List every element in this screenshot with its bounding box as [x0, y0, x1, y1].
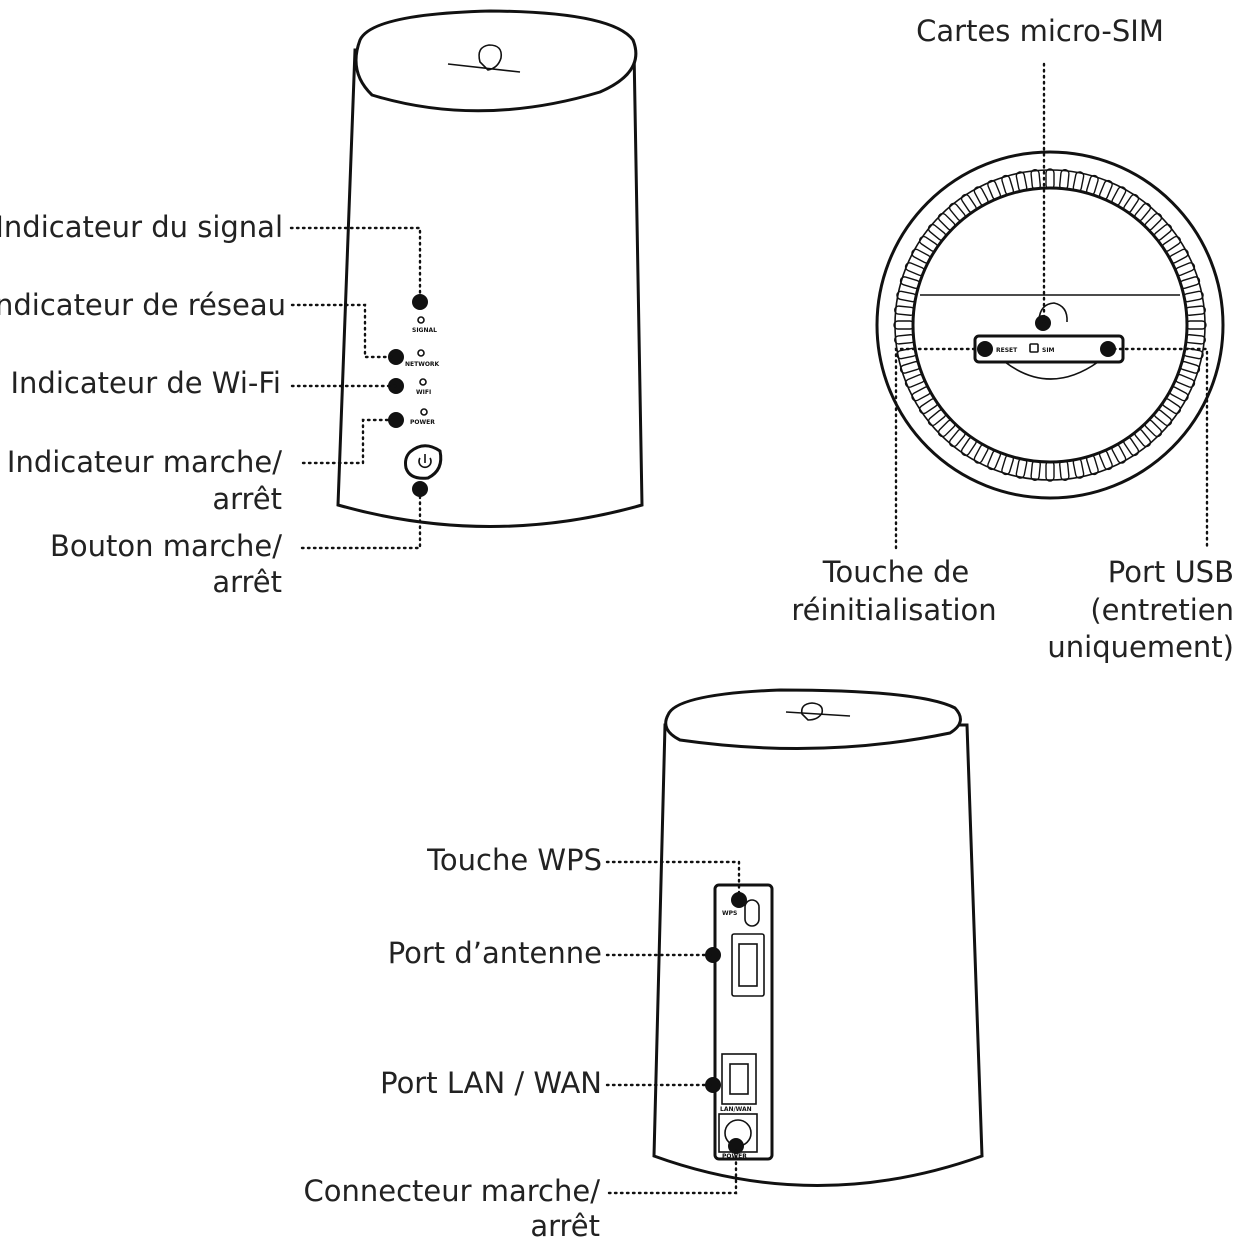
network-led-icon — [417, 349, 425, 357]
usb-label-line1: Port USB — [1108, 555, 1234, 589]
front-router-body — [336, 48, 644, 528]
sim-marking: SIM — [1042, 347, 1055, 354]
wps-marking: WPS — [722, 910, 737, 917]
power-connector-label-line1: Connecteur marche/ — [303, 1174, 600, 1208]
wifi-label: Indicateur de Wi-Fi — [10, 366, 281, 400]
antenna-port[interactable] — [731, 933, 765, 997]
power-connector-marking: POWER — [722, 1153, 747, 1160]
network-marking: NETWORK — [405, 361, 440, 368]
reset-label-line2: réinitialisation — [791, 593, 996, 627]
reset-marking: RESET — [996, 347, 1018, 354]
power-indicator-leader — [301, 418, 398, 465]
sim-label: Cartes micro-SIM — [916, 14, 1164, 48]
power-connector-leader — [607, 1144, 738, 1195]
signal-label: Indicateur du signal — [0, 210, 283, 244]
brand-logo-icon — [447, 44, 521, 73]
network-leader — [290, 303, 398, 359]
signal-marking: SIGNAL — [412, 327, 437, 334]
power-button-marker — [412, 481, 428, 497]
lock-icon — [1029, 343, 1039, 353]
power-indicator-label-line1: Indicateur marche/ — [7, 445, 282, 479]
power-marking: POWER — [410, 419, 435, 426]
lan-wan-marker — [705, 1077, 721, 1093]
reset-leader — [894, 347, 987, 550]
power-button-label-line2: arrêt — [212, 565, 282, 599]
reset-marker — [977, 341, 993, 357]
back-brand-logo-icon — [785, 702, 851, 721]
power-indicator-label-line2: arrêt — [212, 482, 282, 516]
network-label: Indicateur de réseau — [0, 288, 286, 322]
lan-wan-port[interactable] — [721, 1053, 757, 1105]
power-button[interactable] — [404, 444, 443, 480]
back-port-panel — [713, 883, 774, 1161]
wifi-led-icon — [419, 378, 427, 386]
power-button-leader — [300, 487, 422, 550]
power-connector-marker — [728, 1138, 744, 1154]
bottom-view: RESET SIM Cartes micro-SIM Touche de réi… — [791, 14, 1234, 664]
front-view: SIGNAL NETWORK WIFI POWER Indicateur du … — [0, 9, 644, 599]
usb-label-line2: (entretien — [1090, 593, 1234, 627]
antenna-marker — [705, 947, 721, 963]
power-indicator-marker — [388, 412, 404, 428]
wps-leader — [605, 860, 741, 902]
wps-button-slot[interactable] — [744, 899, 760, 927]
antenna-label: Port d’antenne — [388, 936, 602, 970]
back-view: WPS LAN/WAN POWER Touche WPS Port d’ante… — [303, 688, 984, 1243]
reset-label-line1: Touche de — [822, 555, 970, 589]
bottom-inner-ring — [894, 169, 1206, 481]
power-icon — [418, 457, 432, 469]
base-curve — [1004, 361, 1099, 380]
lan-wan-label: Port LAN / WAN — [380, 1066, 602, 1100]
signal-marker — [412, 294, 428, 310]
signal-led-icon — [417, 316, 425, 324]
front-router-top — [354, 9, 638, 113]
network-marker — [388, 349, 404, 365]
lan-wan-marking: LAN/WAN — [720, 1106, 752, 1113]
signal-leader — [289, 226, 422, 304]
power-connector-label-line2: arrêt — [530, 1209, 600, 1243]
sim-notch — [1038, 302, 1068, 323]
usb-label-line3: uniquement) — [1047, 630, 1234, 664]
power-led-icon — [420, 408, 428, 416]
power-button-label-line1: Bouton marche/ — [50, 529, 282, 563]
wps-label: Touche WPS — [426, 843, 602, 877]
wifi-marking: WIFI — [416, 389, 431, 396]
